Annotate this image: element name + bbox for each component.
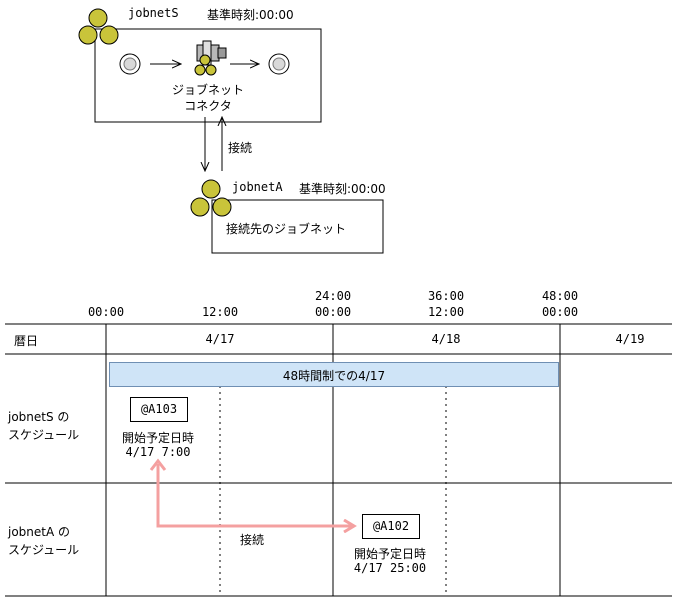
end-node-icon <box>268 53 290 75</box>
time-header-1-line2: 12:00 <box>201 305 239 319</box>
jobnet-a-icon <box>190 179 232 217</box>
48h-bar: 48時間制での4/17 <box>109 362 559 387</box>
date-4-17: 4/17 <box>205 332 235 346</box>
schedule-s-caption-line2: 4/17 7:00 <box>125 445 191 459</box>
jobnet-a-base-time: 基準時刻:00:00 <box>299 182 386 196</box>
time-header-3-line2: 12:00 <box>427 305 465 319</box>
date-4-19: 4/19 <box>615 332 645 346</box>
jobnet-connector-icon <box>194 40 227 76</box>
connector-label-line2: コネクタ <box>184 99 232 113</box>
time-header-4-line1: 48:00 <box>541 289 579 303</box>
row-label-jobnet-s-line2: スケジュール <box>8 428 80 442</box>
timeline-grid <box>5 323 672 597</box>
row-label-jobnet-s-line1: jobnetS の <box>8 410 70 424</box>
schedule-tag-a102: @A102 <box>362 514 420 539</box>
time-header-2-line2: 00:00 <box>314 305 352 319</box>
jobnet-s-name: jobnetS <box>128 6 179 20</box>
schedule-a-caption-line1: 開始予定日時 <box>353 547 426 561</box>
48h-bar-label: 48時間制での4/17 <box>282 369 386 383</box>
connection-target-label: 接続先のジョブネット <box>226 222 347 236</box>
time-header-3-line1: 36:00 <box>427 289 465 303</box>
schedule-tag-a103: @A103 <box>130 397 188 422</box>
row-label-jobnet-a-line1: jobnetA の <box>8 525 71 539</box>
time-header-0-line2: 00:00 <box>87 305 125 319</box>
jobnet-s-base-time: 基準時刻:00:00 <box>207 8 294 22</box>
jobnet-a-box <box>211 199 384 254</box>
time-header-4-line2: 00:00 <box>541 305 579 319</box>
schedule-connection-arrow <box>149 458 354 526</box>
row-label-jobnet-a-line2: スケジュール <box>8 543 80 557</box>
calendar-label: 暦日 <box>14 334 39 348</box>
date-4-18: 4/18 <box>431 332 461 346</box>
noon-dotted-lines <box>219 386 447 596</box>
schedule-a-caption-line2: 4/17 25:00 <box>353 561 427 575</box>
connection-label: 接続 <box>228 141 253 155</box>
start-node-icon <box>119 53 141 75</box>
jobnet-a-name: jobnetA <box>232 180 283 194</box>
schedule-s-caption-line1: 開始予定日時 <box>121 431 194 445</box>
connector-label-line1: ジョブネット <box>171 83 244 97</box>
time-header-2-line1: 24:00 <box>314 289 352 303</box>
jobnet-s-icon <box>78 8 119 45</box>
schedule-connection-label: 接続 <box>240 533 265 547</box>
